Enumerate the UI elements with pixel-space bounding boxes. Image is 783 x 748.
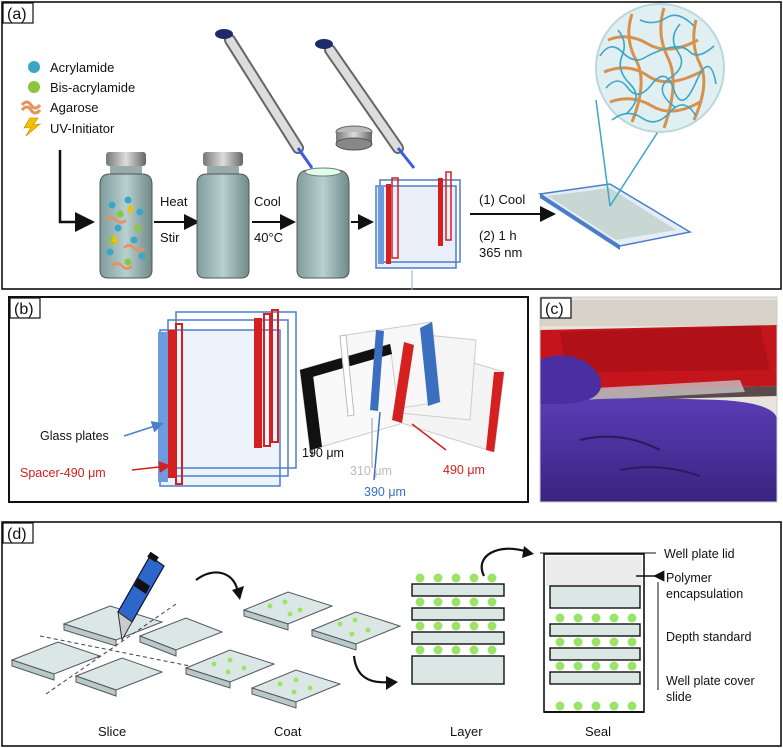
label-encapsulation: encapsulation <box>666 587 743 601</box>
curved-arrow-icon <box>480 547 529 577</box>
step-temperature: 40°C <box>254 230 283 245</box>
curved-arrow-icon <box>352 655 391 684</box>
step-wavelength: 365 nm <box>479 245 522 260</box>
polymer-network-zoom <box>595 3 725 133</box>
label-spacer: Spacer-490 μm <box>20 466 106 480</box>
legend: Acrylamide Bis-acrylamide Agarose UV-Ini… <box>20 60 135 137</box>
label-390: 390 μm <box>364 485 406 499</box>
vial-heated <box>196 152 250 279</box>
panel-d-frame <box>1 521 782 747</box>
panel-c-tag-box <box>540 297 572 319</box>
layer-stack <box>411 583 505 685</box>
step-label-seal: Seal <box>585 724 611 739</box>
agarose-swatch <box>20 100 42 110</box>
panel-a-tag-box <box>2 2 34 24</box>
vial-cooled <box>296 167 350 279</box>
legend-agarose: Agarose <box>50 100 98 115</box>
gel-slab <box>537 183 693 250</box>
label-190: 190 μm <box>302 446 344 460</box>
pipette-icon <box>315 39 416 169</box>
label-310: 310 μm <box>350 464 392 478</box>
pipette-icon <box>215 29 314 169</box>
panel-a-frame <box>1 1 782 290</box>
label-cover-slide-2: slide <box>666 690 692 704</box>
label-well-plate-lid: Well plate lid <box>664 547 735 561</box>
panel-d-tag-box <box>2 522 34 544</box>
bis-acrylamide-swatch <box>28 81 40 93</box>
step-time: (2) 1 h <box>479 228 517 243</box>
curved-arrow-icon <box>195 571 240 595</box>
step-label-slice: Slice <box>98 724 126 739</box>
glass-plate-assembly <box>158 309 297 487</box>
gel-cassette <box>375 171 461 269</box>
step-label-coat: Coat <box>274 724 302 739</box>
label-depth-standard: Depth standard <box>666 630 752 644</box>
legend-uv-initiator: UV-Initiator <box>50 121 115 136</box>
slice-illustration <box>10 605 224 697</box>
sealed-well <box>543 553 645 713</box>
layer-dots <box>415 573 497 655</box>
coat-illustration <box>184 591 402 709</box>
label-cover-slide-1: Well plate cover <box>666 674 755 688</box>
vial-cap-removed <box>335 125 373 151</box>
step-cool: Cool <box>254 194 281 209</box>
panel-a-tag: (a) <box>7 6 27 23</box>
spacer-sheets <box>299 321 505 453</box>
label-polymer: Polymer <box>666 571 712 585</box>
legend-acrylamide: Acrylamide <box>50 60 114 75</box>
panel-d-tag: (d) <box>7 526 27 543</box>
legend-bis-acrylamide: Bis-acrylamide <box>50 80 135 95</box>
step-cool-2: (1) Cool <box>479 192 525 207</box>
step-heat: Heat <box>160 194 188 209</box>
step-stir: Stir <box>160 230 180 245</box>
label-glass-plates: Glass plates <box>40 429 109 443</box>
vial-mixture <box>99 152 153 279</box>
lightning-icon <box>23 117 42 137</box>
panel-b-frame <box>8 296 529 503</box>
panel-c-tag: (c) <box>545 301 564 318</box>
acrylamide-swatch <box>28 61 40 73</box>
process-arrow-start <box>58 150 95 232</box>
label-490: 490 μm <box>443 463 485 477</box>
panel-b-tag-box <box>9 297 41 319</box>
step-label-layer: Layer <box>450 724 483 739</box>
cutter-icon <box>117 551 165 642</box>
panel-b-tag: (b) <box>14 301 34 318</box>
photo-gel-handling <box>539 296 778 503</box>
